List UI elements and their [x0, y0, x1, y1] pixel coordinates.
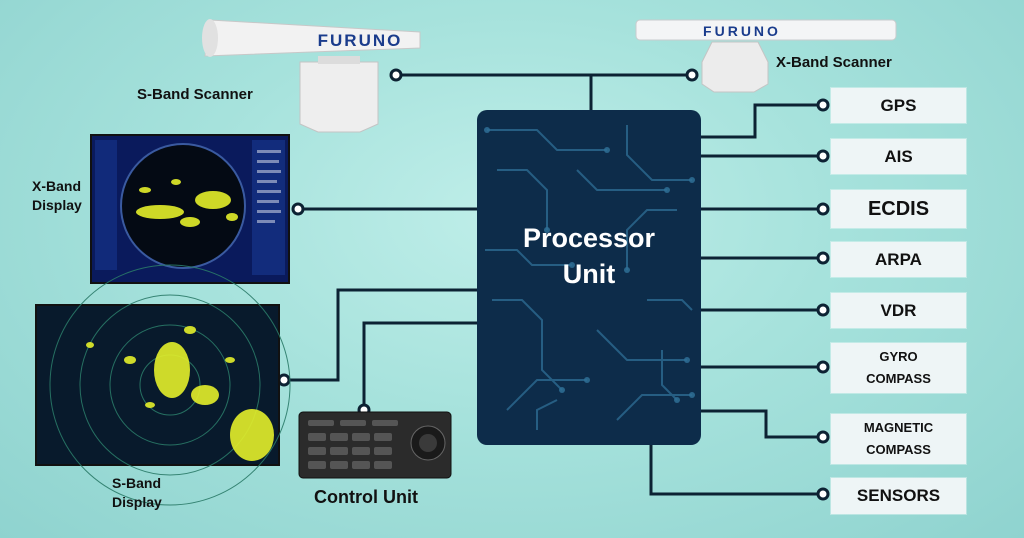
sensors-node: [816, 487, 830, 501]
output-box-vdr: VDR: [831, 293, 966, 328]
x-band-scanner-node: [685, 68, 699, 82]
control-unit-node: [357, 403, 371, 417]
output-box-gps: GPS: [831, 88, 966, 123]
magnetic-line: [701, 409, 823, 439]
s-band-display-label-line2: Display: [112, 494, 162, 510]
arpa-node: [816, 251, 830, 265]
magnetic-label-line2: COMPASS: [866, 442, 931, 457]
s-band-display-label: S-Band Display: [112, 474, 162, 512]
output-box-gyro-compass: GYRO COMPASS: [831, 343, 966, 393]
x-band-display-label-line1: X-Band: [32, 178, 81, 194]
x-band-display-label-line2: Display: [32, 197, 82, 213]
processor-title-line2: Unit: [562, 259, 616, 289]
x-band-scanner-label: X-Band Scanner: [776, 54, 892, 71]
s-band-scanner-node: [389, 68, 403, 82]
circuit-board-pattern: [484, 125, 695, 430]
processor-unit: Processor Unit: [477, 110, 701, 445]
x-band-display-label: X-Band Display: [32, 177, 82, 215]
processor-title-line1: Processor: [522, 223, 656, 253]
ecdis-node: [816, 202, 830, 216]
gps-line: [701, 103, 823, 139]
vdr-node: [816, 303, 830, 317]
output-box-ecdis: ECDIS: [831, 190, 966, 228]
s-band-display-node: [277, 373, 291, 387]
gyro-label-line2: COMPASS: [866, 371, 931, 386]
s-band-scanner-label: S-Band Scanner: [137, 86, 253, 103]
output-box-arpa: ARPA: [831, 242, 966, 277]
s-band-display-label-line1: S-Band: [112, 475, 161, 491]
control-unit-line: [362, 321, 477, 410]
gyro-node: [816, 360, 830, 374]
processor-title: Processor Unit: [477, 220, 701, 292]
output-box-sensors: SENSORS: [831, 478, 966, 514]
gyro-label-line1: GYRO: [879, 349, 918, 364]
gps-node: [816, 98, 830, 112]
ais-node: [816, 149, 830, 163]
output-box-magnetic-compass: MAGNETIC COMPASS: [831, 414, 966, 464]
scanner-bus-line: [396, 73, 692, 112]
s-band-display-line: [284, 288, 477, 382]
magnetic-label-line1: MAGNETIC: [863, 420, 934, 435]
output-box-ais: AIS: [831, 139, 966, 174]
x-band-display-node: [291, 202, 305, 216]
control-unit-label: Control Unit: [314, 487, 418, 507]
magnetic-node: [816, 430, 830, 444]
